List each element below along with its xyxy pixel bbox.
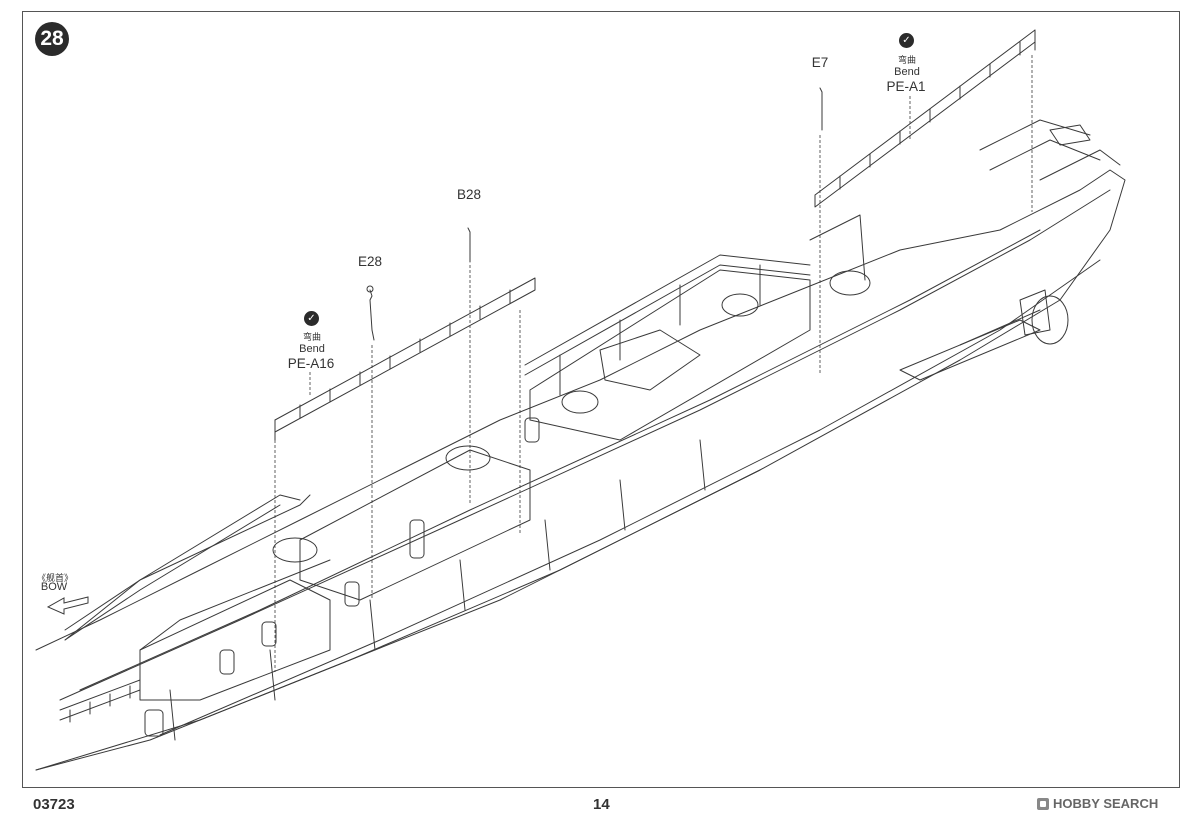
hull-plate-6 bbox=[619, 479, 626, 531]
deck-edge bbox=[59, 189, 1111, 701]
hull-plate-5 bbox=[544, 519, 551, 571]
bow-en-label: BOW bbox=[40, 581, 68, 593]
pe-a16-railing bbox=[274, 277, 536, 433]
part-e28-head bbox=[366, 285, 374, 293]
product-code: 03723 bbox=[33, 796, 75, 813]
forward-deckhouse bbox=[139, 579, 331, 701]
stern-boxes bbox=[1049, 124, 1091, 146]
e28-label: E28 bbox=[357, 254, 383, 269]
turret-mid bbox=[445, 445, 491, 471]
bow-direction-arrow-icon bbox=[46, 596, 89, 615]
aft-mast bbox=[809, 214, 866, 281]
forward-long-railing bbox=[64, 494, 311, 641]
hull-side-line bbox=[159, 259, 1101, 736]
hull-plate-1 bbox=[169, 689, 176, 741]
bridge-turret-2 bbox=[721, 293, 759, 317]
bow-cn-label: 《舰首》 bbox=[36, 573, 73, 583]
door-1 bbox=[144, 709, 164, 737]
cylinder-tanks bbox=[409, 519, 425, 559]
bend-cn-label-a1: 弯曲 bbox=[897, 55, 916, 65]
stern-racks bbox=[979, 119, 1121, 181]
bend-cn-label-a16: 弯曲 bbox=[302, 332, 321, 342]
check-circle-icon: ✓ bbox=[899, 33, 914, 48]
propeller bbox=[1031, 295, 1069, 345]
forward-railing bbox=[59, 679, 141, 723]
watermark: HOBBY SEARCH bbox=[1037, 796, 1158, 811]
bridge-door bbox=[524, 417, 540, 443]
hull-plate-2 bbox=[269, 649, 276, 701]
aft-turret bbox=[829, 270, 871, 296]
hull-plate-3 bbox=[369, 599, 376, 651]
forward-railing-2 bbox=[64, 494, 301, 641]
instruction-frame bbox=[22, 11, 1180, 788]
pe-a1-label: PE-A1 bbox=[886, 79, 926, 94]
pe-a1-railing bbox=[814, 29, 1036, 208]
propeller-shaft-2 bbox=[959, 309, 1041, 346]
bridge-turret-1 bbox=[561, 390, 599, 414]
e7-label: E7 bbox=[811, 55, 829, 70]
door-2 bbox=[219, 649, 235, 675]
check-circle-icon: ✓ bbox=[304, 311, 319, 326]
forward-deckhouse-roof bbox=[139, 559, 331, 651]
bend-en-label-a16: Bend bbox=[299, 343, 325, 355]
pe-a16-label: PE-A16 bbox=[287, 356, 335, 371]
pe-a16-stanchions bbox=[299, 289, 511, 419]
bridge-deck bbox=[529, 269, 811, 441]
part-e28 bbox=[369, 289, 375, 341]
deck-inner bbox=[79, 229, 1041, 691]
hobby-search-logo-icon bbox=[1037, 797, 1049, 810]
hull-plate-7 bbox=[699, 439, 706, 491]
hull-lower-line bbox=[35, 469, 761, 771]
door-3 bbox=[261, 621, 277, 647]
part-b28 bbox=[467, 227, 471, 263]
turret-forward bbox=[272, 537, 318, 563]
rudder bbox=[1019, 289, 1051, 336]
bridge-window bbox=[599, 329, 701, 391]
step-number-badge: 28 bbox=[35, 22, 69, 56]
hull-plate-4 bbox=[459, 559, 466, 611]
b28-label: B28 bbox=[456, 187, 482, 202]
part-e7 bbox=[819, 87, 823, 131]
propeller-shaft-1 bbox=[899, 319, 1041, 381]
bend-en-label-a1: Bend bbox=[894, 66, 920, 78]
watermark-text: HOBBY SEARCH bbox=[1053, 796, 1159, 811]
door-4 bbox=[344, 581, 360, 607]
hull-outline bbox=[35, 169, 1126, 771]
bridge-railing-top bbox=[524, 254, 811, 376]
pe-a1-stanchions bbox=[839, 41, 1021, 190]
page-number: 14 bbox=[593, 796, 610, 813]
